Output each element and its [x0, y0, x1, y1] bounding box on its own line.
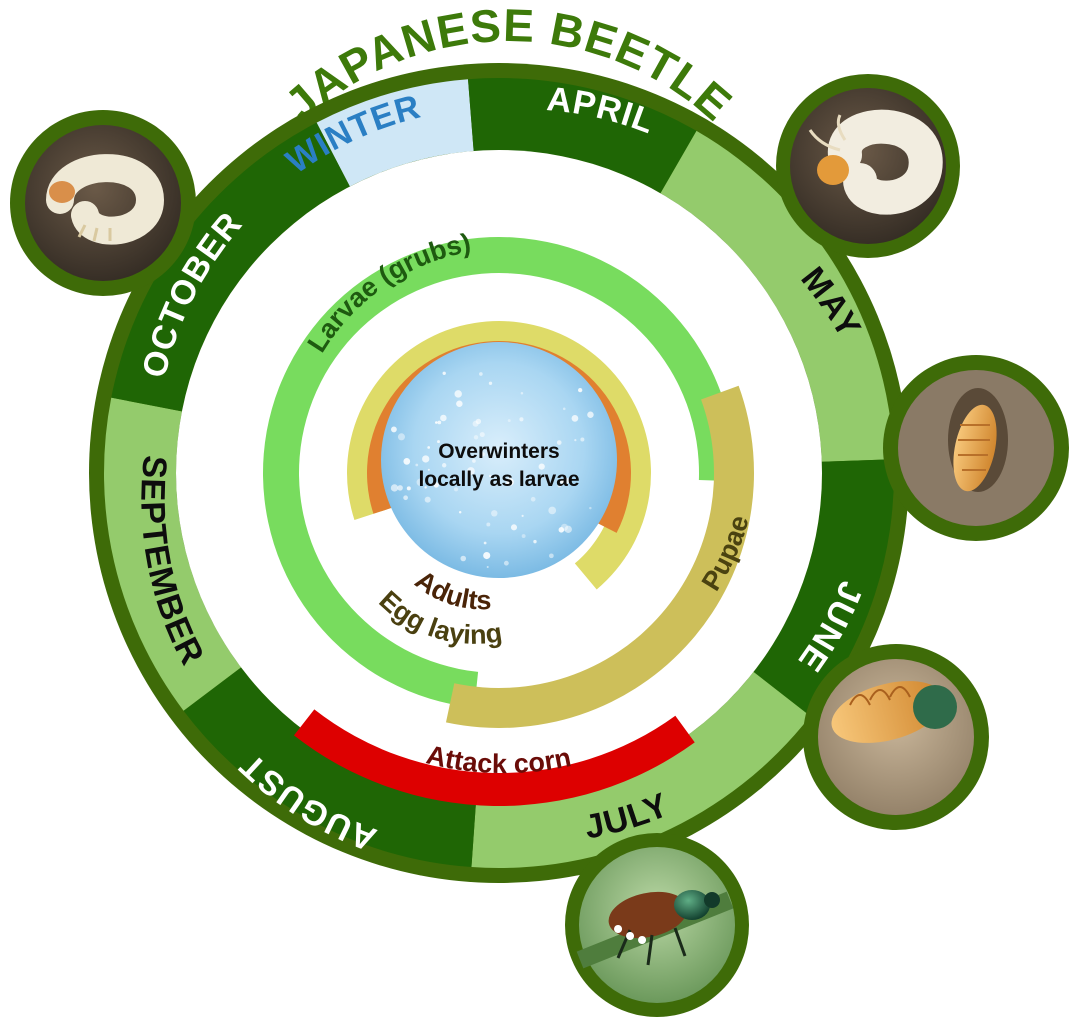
- snowflake: [407, 486, 411, 490]
- photo-curled-grub: [776, 74, 960, 258]
- snowflake: [484, 542, 487, 545]
- snowflake: [474, 435, 478, 439]
- snowflake: [483, 552, 490, 559]
- snowflake: [427, 446, 430, 449]
- snowflake: [589, 507, 591, 509]
- snowflake: [511, 524, 517, 530]
- snowflake: [435, 421, 438, 424]
- photo-pupa: [803, 644, 989, 830]
- snowflake: [491, 510, 497, 516]
- snowflake: [479, 372, 483, 376]
- snowflake: [480, 432, 485, 437]
- snowflake: [443, 372, 446, 375]
- snowflake: [519, 417, 523, 421]
- snowflake: [398, 433, 405, 440]
- snowflake: [489, 382, 492, 385]
- snowflake: [397, 485, 403, 491]
- snowflake: [487, 566, 489, 568]
- snowflake: [391, 427, 397, 433]
- snowflake: [437, 421, 441, 425]
- snowflake: [486, 522, 490, 526]
- snowflake: [508, 419, 511, 422]
- snowflake: [578, 388, 582, 392]
- snowflake: [504, 561, 509, 566]
- snowflake: [563, 408, 566, 411]
- snowflake: [548, 507, 556, 515]
- snowflake: [425, 497, 431, 503]
- center-text-line-1: Overwinters: [438, 440, 559, 463]
- snowflake: [522, 515, 524, 517]
- photo-adult-beetle: [565, 833, 749, 1017]
- center-text-line-2: locally as larvae: [418, 468, 579, 491]
- snowflake: [521, 392, 524, 395]
- snowflake: [587, 411, 593, 417]
- snowflake: [422, 455, 429, 462]
- snowflake: [559, 527, 565, 533]
- snowflake: [574, 439, 576, 441]
- photo-prepupa-in-soil: [883, 355, 1069, 541]
- snowflake: [533, 540, 536, 543]
- snowflake: [440, 415, 447, 422]
- snowflake: [456, 400, 463, 407]
- photo-grub-in-soil: [10, 110, 196, 296]
- snowflake: [531, 497, 536, 502]
- snowflake: [415, 464, 418, 467]
- snowflake: [460, 556, 466, 562]
- snowflake: [549, 553, 554, 558]
- snowflake: [580, 438, 584, 442]
- snowflake: [522, 534, 526, 538]
- snowflake: [454, 390, 461, 397]
- center-snow-circle: Overwinters locally as larvae: [381, 342, 617, 578]
- snowflake: [459, 511, 461, 513]
- snowflake: [391, 484, 398, 491]
- snowflake: [473, 421, 479, 427]
- snowflake: [572, 415, 579, 422]
- snowflake: [442, 463, 446, 467]
- snowflake: [403, 458, 410, 465]
- snowflake: [403, 495, 408, 500]
